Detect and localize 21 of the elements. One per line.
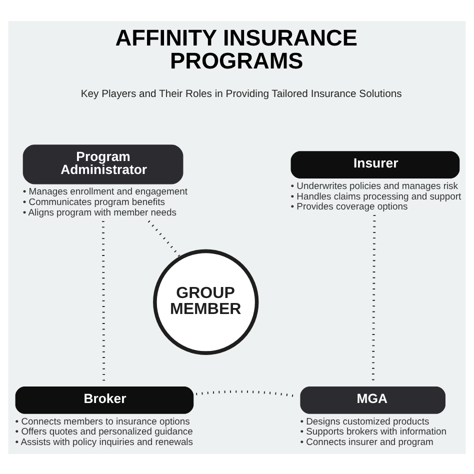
label: Key Players and Their Roles in Providing Tailored Insurance Solutions	[80, 88, 402, 100]
node-label: • Communicates program benefits	[22, 195, 165, 206]
node-label: • Connects members to insurance options	[15, 414, 190, 426]
node-label: • Supports brokers with information	[300, 425, 446, 436]
node-label: • Provides coverage options	[290, 200, 408, 212]
node-label: • Handles claims processing and support	[290, 190, 462, 201]
node-label: • Underwrites policies and manages risk	[290, 179, 458, 190]
node-label: • Manages enrollment and engagement	[22, 185, 188, 196]
node-label: • Designs customized products	[300, 414, 430, 426]
node-box: Program Administrator	[22, 144, 184, 184]
node-label: • Offers quotes and personalized guidance	[15, 425, 193, 436]
connector	[372, 214, 376, 382]
node-circle: GROUP MEMBER	[153, 248, 259, 354]
node-label: • Assists with policy inquiries and renewals	[15, 436, 193, 447]
node-label: • Connects insurer and program	[300, 436, 434, 447]
node-box: MGA	[300, 386, 446, 414]
connector	[148, 220, 182, 258]
node-label: • Aligns program with member needs	[22, 206, 176, 217]
node-box: Broker	[15, 386, 194, 414]
node-box: Insurer	[290, 150, 460, 178]
diagram-title: AFFINITY INSURANCE PROGRAMS	[115, 25, 358, 73]
